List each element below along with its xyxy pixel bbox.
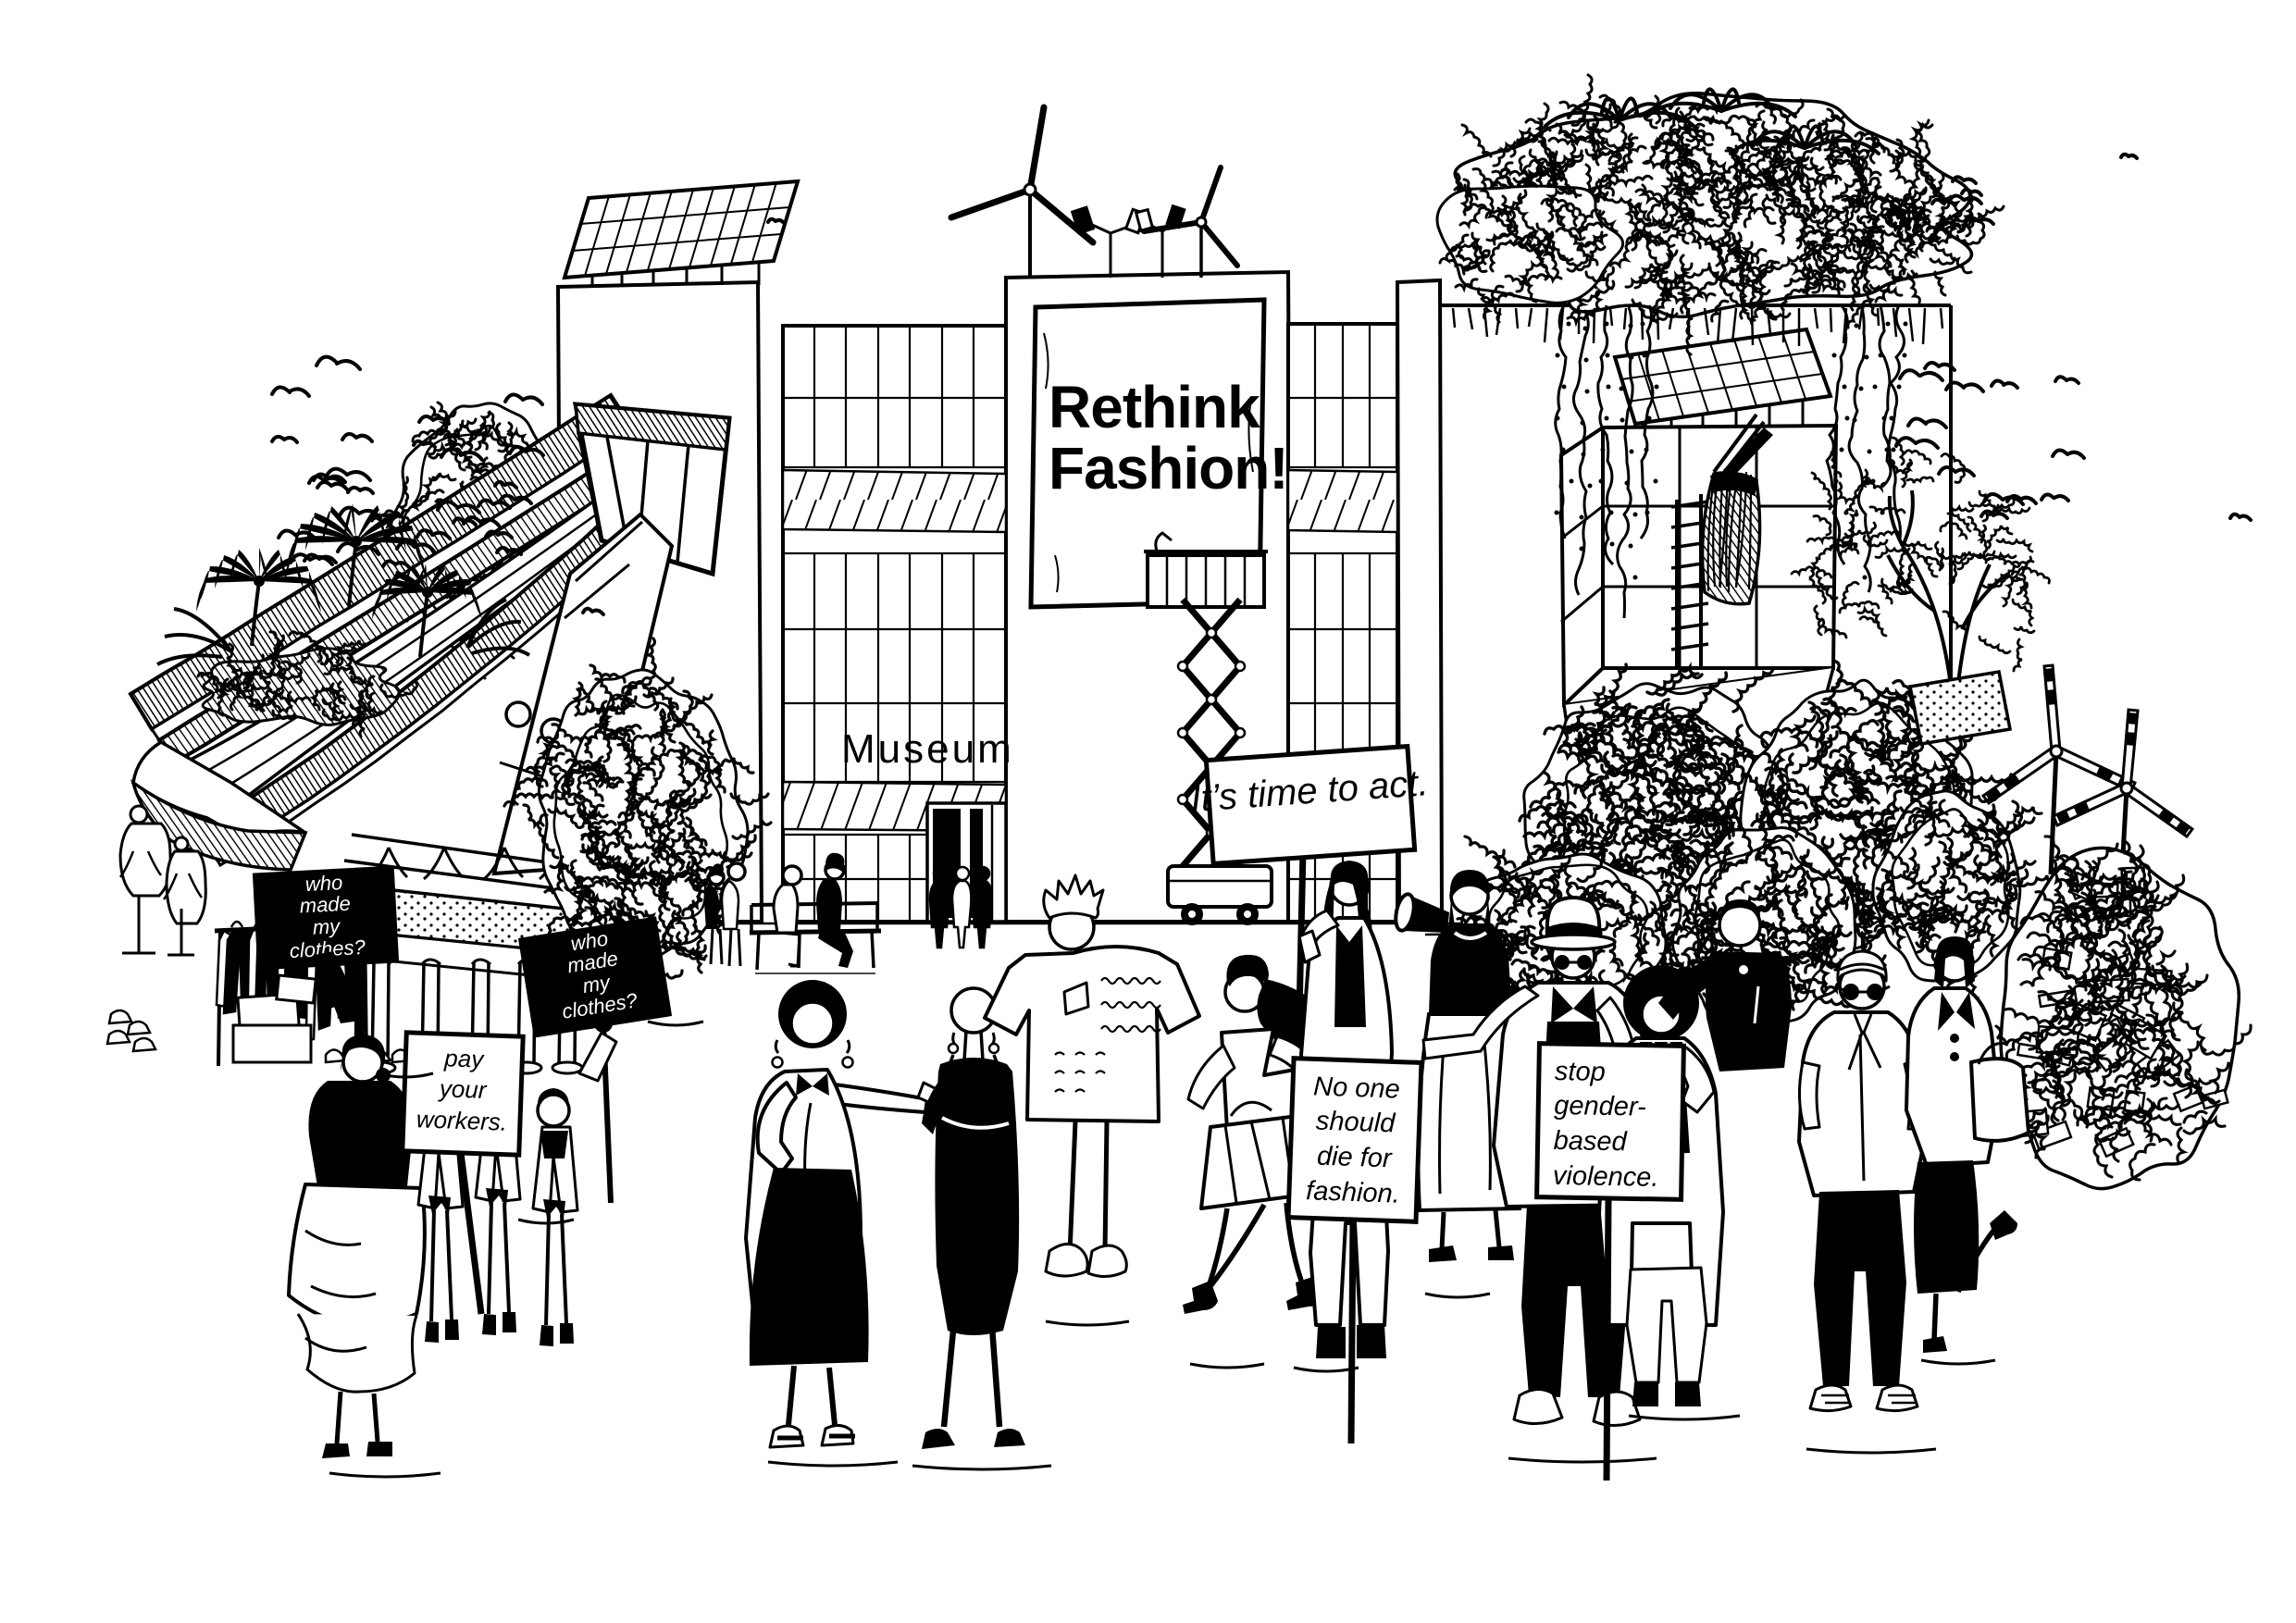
svg-text:Museum: Museum	[841, 726, 1014, 772]
svg-text:based: based	[1553, 1126, 1627, 1157]
svg-text:who: who	[569, 926, 610, 955]
svg-text:Fashion!: Fashion!	[1049, 435, 1288, 502]
svg-text:violence.: violence.	[1553, 1161, 1659, 1193]
svg-text:Rethink: Rethink	[1049, 374, 1260, 440]
svg-text:your: your	[437, 1074, 488, 1104]
svg-text:die for: die for	[1316, 1142, 1393, 1174]
svg-text:should: should	[1315, 1107, 1396, 1139]
svg-text:workers.: workers.	[416, 1105, 507, 1135]
svg-text:made: made	[299, 892, 351, 918]
svg-text:my: my	[581, 970, 614, 997]
svg-text:my: my	[312, 914, 342, 939]
svg-text:stop: stop	[1555, 1057, 1606, 1087]
svg-text:who: who	[304, 871, 343, 896]
svg-text:No one: No one	[1313, 1072, 1401, 1104]
svg-text:fashion.: fashion.	[1306, 1176, 1401, 1209]
svg-text:pay: pay	[443, 1044, 486, 1073]
svg-text:gender-: gender-	[1554, 1091, 1646, 1122]
